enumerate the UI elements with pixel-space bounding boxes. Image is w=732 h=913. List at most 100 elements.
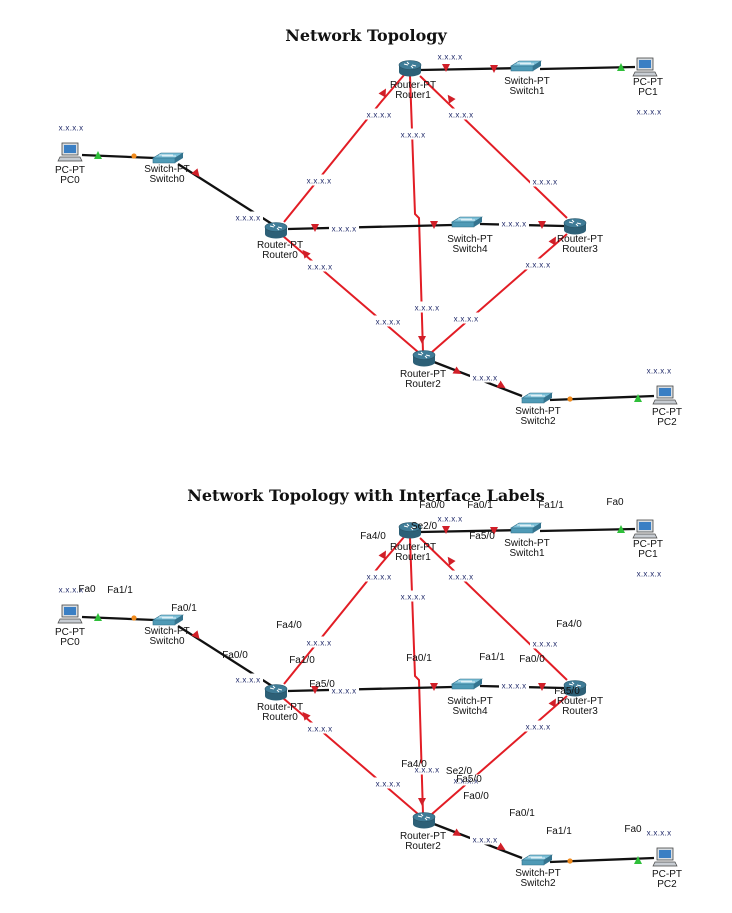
port-down-marker <box>447 94 456 104</box>
router3-type-label: Router-PT <box>557 234 603 245</box>
port-blocking-marker <box>131 153 137 159</box>
switch4-name-label: Switch4 <box>452 244 487 255</box>
ip-address-label: x.x.x.x <box>470 371 500 383</box>
switch-icon[interactable] <box>151 614 185 626</box>
router-icon[interactable] <box>412 812 436 829</box>
ip-address-text: x.x.x.x <box>454 777 479 786</box>
router2-name-label: Router2 <box>405 841 441 852</box>
port-down-marker <box>418 798 426 806</box>
interface-label-r3_fa00: Fa0/0 <box>519 654 545 665</box>
ip-address-text: x.x.x.x <box>637 570 662 579</box>
switch-icon[interactable] <box>520 854 554 866</box>
switch-icon[interactable] <box>450 678 484 690</box>
pc-icon[interactable] <box>57 604 83 624</box>
ip-address-label: x.x.x.x <box>470 833 500 845</box>
switch2-type-label: Switch-PT <box>515 868 561 879</box>
switch2-type-label: Switch-PT <box>515 406 561 417</box>
router-icon[interactable] <box>264 222 288 239</box>
ip-address-label: x.x.x.x <box>56 583 86 595</box>
router1-type-label: Router-PT <box>390 542 436 553</box>
pc-icon[interactable] <box>652 385 678 405</box>
interface-label-r0_fa10: Fa1/0 <box>289 655 315 666</box>
ip-address-text: x.x.x.x <box>308 725 333 734</box>
port-down-marker <box>548 236 556 246</box>
port-down-marker <box>442 64 450 72</box>
router2-type-label: Router-PT <box>400 369 446 380</box>
port-down-marker <box>191 168 200 178</box>
router1-name-label: Router1 <box>395 552 431 563</box>
ip-address-text: x.x.x.x <box>307 177 332 186</box>
serial-link-r1-r2 <box>409 75 424 353</box>
router-icon[interactable] <box>412 350 436 367</box>
port-down-marker <box>302 249 311 259</box>
pc1-name-label: PC1 <box>638 87 658 98</box>
router-icon[interactable] <box>398 522 422 539</box>
ip-address-text: x.x.x.x <box>367 573 392 582</box>
switch-icon[interactable] <box>450 216 484 228</box>
port-down-marker <box>311 686 319 694</box>
interface-label-r3_fa40: Fa4/0 <box>556 619 582 630</box>
serial-link-r0-r2 <box>282 235 419 353</box>
interface-label-sw2_fa01: Fa0/1 <box>509 808 535 819</box>
switch2-name-label: Switch2 <box>520 416 555 427</box>
port-down-marker <box>430 683 438 691</box>
pc-icon[interactable] <box>652 847 678 867</box>
ip-address-text: x.x.x.x <box>473 374 498 383</box>
router0-name-label: Router0 <box>262 712 298 723</box>
ip-address-text: x.x.x.x <box>526 723 551 732</box>
switch4-name-label: Switch4 <box>452 706 487 717</box>
ip-address-label: x.x.x.x <box>56 121 86 133</box>
switch1-type-label: Switch-PT <box>504 76 550 87</box>
ethernet-link-pc0-sw0 <box>81 615 156 622</box>
serial-link-r3-r2 <box>431 695 568 815</box>
ip-address-text: x.x.x.x <box>454 315 479 324</box>
pc0-name-label: PC0 <box>60 175 80 186</box>
port-down-marker <box>490 527 498 535</box>
pc1-name-label: PC1 <box>638 549 658 560</box>
router-icon[interactable] <box>563 680 587 697</box>
switch-icon[interactable] <box>151 152 185 164</box>
ip-address-label: x.x.x.x <box>435 50 465 62</box>
router-icon[interactable] <box>563 218 587 235</box>
router-icon[interactable] <box>398 60 422 77</box>
pc2-name-label: PC2 <box>657 417 677 428</box>
ip-address-text: x.x.x.x <box>438 515 463 524</box>
interface-label-r2_se20: Se2/0 <box>446 766 473 777</box>
diagram-title-interface-labels: Network Topology with Interface Labels <box>187 486 545 505</box>
switch-icon[interactable] <box>509 522 543 534</box>
ip-address-text: x.x.x.x <box>376 318 401 327</box>
pc2-name-label: PC2 <box>657 879 677 890</box>
ip-address-text: x.x.x.x <box>502 220 527 229</box>
pc-icon[interactable] <box>57 142 83 162</box>
ip-address-label: x.x.x.x <box>233 673 263 685</box>
port-down-marker <box>538 683 546 691</box>
interface-label-r2_fa00: Fa0/0 <box>463 791 489 802</box>
router-icon[interactable] <box>264 684 288 701</box>
ip-address-label: x.x.x.x <box>412 763 442 775</box>
port-down-marker <box>548 698 556 708</box>
port-down-marker <box>378 550 386 560</box>
switch-icon[interactable] <box>520 392 554 404</box>
router0-type-label: Router-PT <box>257 240 303 251</box>
pc-icon[interactable] <box>632 57 658 77</box>
ethernet-link-r1-sw1 <box>419 528 526 534</box>
router1-type-label: Router-PT <box>390 80 436 91</box>
port-down-marker <box>418 336 426 344</box>
switch-icon[interactable] <box>509 60 543 72</box>
ethernet-link-r1-sw1 <box>419 66 526 72</box>
pc1-type-label: PC-PT <box>633 539 663 550</box>
serial-link-r1-r3 <box>419 537 568 681</box>
ip-address-text: x.x.x.x <box>59 124 84 133</box>
interface-label-sw1_fa11: Fa1/1 <box>538 500 564 511</box>
ethernet-link-sw2-pc2 <box>549 856 655 864</box>
pc-icon[interactable] <box>632 519 658 539</box>
ip-address-label: x.x.x.x <box>305 260 335 272</box>
ip-address-text: x.x.x.x <box>236 214 261 223</box>
interface-label-sw2_fa11: Fa1/1 <box>546 826 572 837</box>
ip-address-text: x.x.x.x <box>308 263 333 272</box>
ip-address-text: x.x.x.x <box>376 780 401 789</box>
ip-address-label: x.x.x.x <box>329 222 359 234</box>
ip-address-text: x.x.x.x <box>449 573 474 582</box>
ip-address-text: x.x.x.x <box>438 53 463 62</box>
router1-name-label: Router1 <box>395 90 431 101</box>
